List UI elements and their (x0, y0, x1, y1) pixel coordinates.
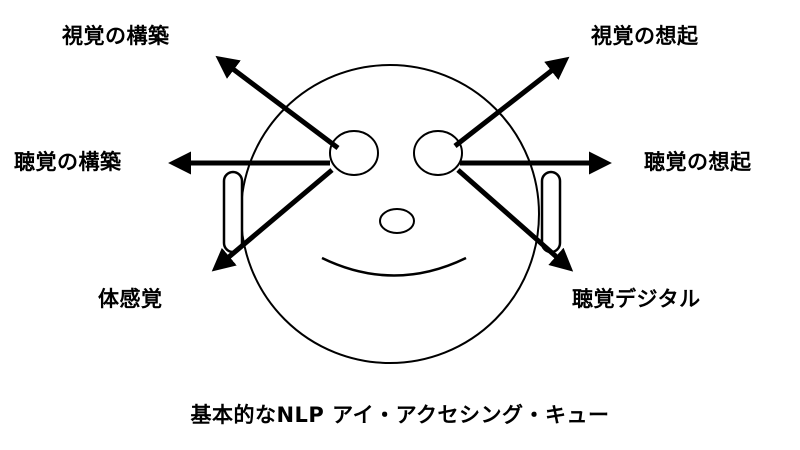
nose (379, 208, 415, 234)
label-kinesthetic: 体感覚 (98, 287, 163, 311)
label-auditory-construct: 聴覚の構築 (14, 150, 122, 174)
left-ear (222, 170, 244, 254)
right-eye (413, 130, 463, 176)
arrow-visual-recall (453, 56, 570, 148)
label-visual-construct: 視覚の構築 (62, 24, 170, 48)
label-visual-recall: 視覚の想起 (591, 24, 699, 48)
right-ear (540, 170, 562, 254)
label-auditory-digital: 聴覚デジタル (572, 287, 701, 311)
arrow-auditory-digital (456, 168, 574, 272)
diagram-caption: 基本的なNLP アイ・アクセシング・キュー (190, 403, 610, 427)
mouth (321, 256, 467, 277)
label-auditory-recall: 聴覚の想起 (644, 150, 752, 174)
left-eye (329, 130, 379, 176)
arrow-visual-construct (215, 55, 340, 150)
arrow-kinesthetic (211, 168, 334, 272)
